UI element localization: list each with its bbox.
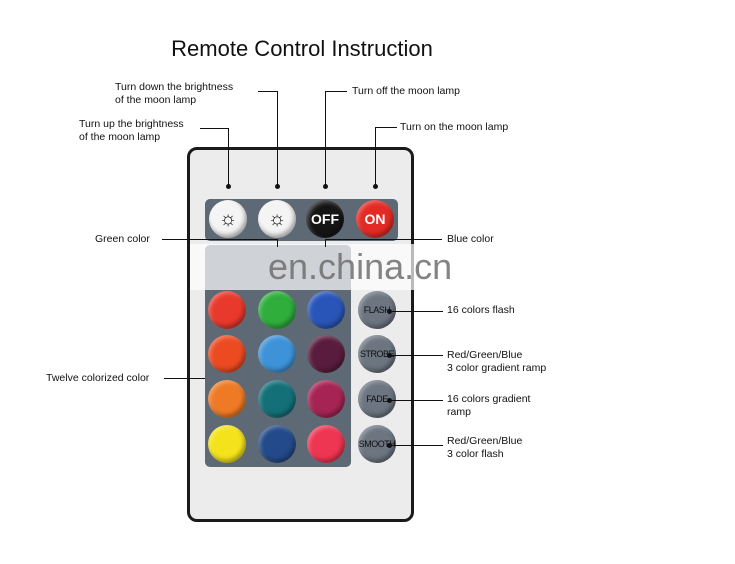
- label-blue: Blue color: [447, 233, 494, 245]
- label-off: Turn off the moon lamp: [352, 85, 460, 97]
- label-fade: 16 colors gradient ramp: [447, 393, 531, 418]
- leader-line: [200, 128, 229, 129]
- leader-line: [228, 128, 229, 186]
- leader-line: [375, 127, 376, 186]
- watermark-band: [190, 244, 490, 290]
- off-button[interactable]: OFF: [306, 200, 344, 238]
- leader-line: [389, 400, 443, 401]
- brightness-down-button[interactable]: ☼: [258, 200, 296, 238]
- on-button[interactable]: ON: [356, 200, 394, 238]
- label-on: Turn on the moon lamp: [400, 121, 509, 133]
- watermark: en.china.cn: [268, 246, 453, 287]
- leader-line: [325, 239, 442, 240]
- color-button[interactable]: [258, 380, 296, 418]
- color-button[interactable]: [208, 335, 246, 373]
- label-green: Green color: [95, 233, 150, 245]
- leader-line: [389, 445, 443, 446]
- leader-dot: [226, 184, 231, 189]
- leader-dot: [387, 309, 392, 314]
- color-button[interactable]: [307, 425, 345, 463]
- color-button[interactable]: [307, 380, 345, 418]
- leader-line: [375, 127, 397, 128]
- color-button[interactable]: [208, 380, 246, 418]
- color-button[interactable]: [258, 425, 296, 463]
- color-button[interactable]: [258, 335, 296, 373]
- label-brightness-down: Turn down the brightness of the moon lam…: [115, 81, 234, 106]
- brightness-up-button[interactable]: ☼: [209, 200, 247, 238]
- leader-line: [325, 91, 347, 92]
- leader-line: [258, 91, 278, 92]
- page-title: Remote Control Instruction: [171, 36, 433, 61]
- label-flash: 16 colors flash: [447, 304, 515, 316]
- leader-dot: [373, 184, 378, 189]
- leader-dot: [323, 184, 328, 189]
- leader-line: [389, 311, 443, 312]
- leader-dot: [387, 353, 392, 358]
- label-strobe: Red/Green/Blue 3 color gradient ramp: [447, 349, 547, 374]
- color-button[interactable]: [307, 291, 345, 329]
- leader-line: [325, 239, 326, 247]
- leader-dot: [387, 398, 392, 403]
- sun-up-icon: ☼: [218, 207, 238, 230]
- leader-line: [325, 91, 326, 186]
- label-twelve-colors: Twelve colorized color: [46, 372, 150, 384]
- leader-dot: [387, 443, 392, 448]
- color-button[interactable]: [208, 425, 246, 463]
- label-smooth: Red/Green/Blue 3 color flash: [447, 435, 523, 460]
- leader-line: [277, 91, 278, 186]
- color-button[interactable]: [307, 335, 345, 373]
- leader-line: [164, 378, 205, 379]
- sun-down-icon: ☼: [267, 207, 287, 230]
- leader-line: [389, 355, 443, 356]
- leader-line: [277, 239, 278, 247]
- leader-dot: [275, 184, 280, 189]
- color-button[interactable]: [208, 291, 246, 329]
- leader-line: [162, 239, 278, 240]
- color-button[interactable]: [258, 291, 296, 329]
- label-brightness-up: Turn up the brightness of the moon lamp: [79, 118, 184, 143]
